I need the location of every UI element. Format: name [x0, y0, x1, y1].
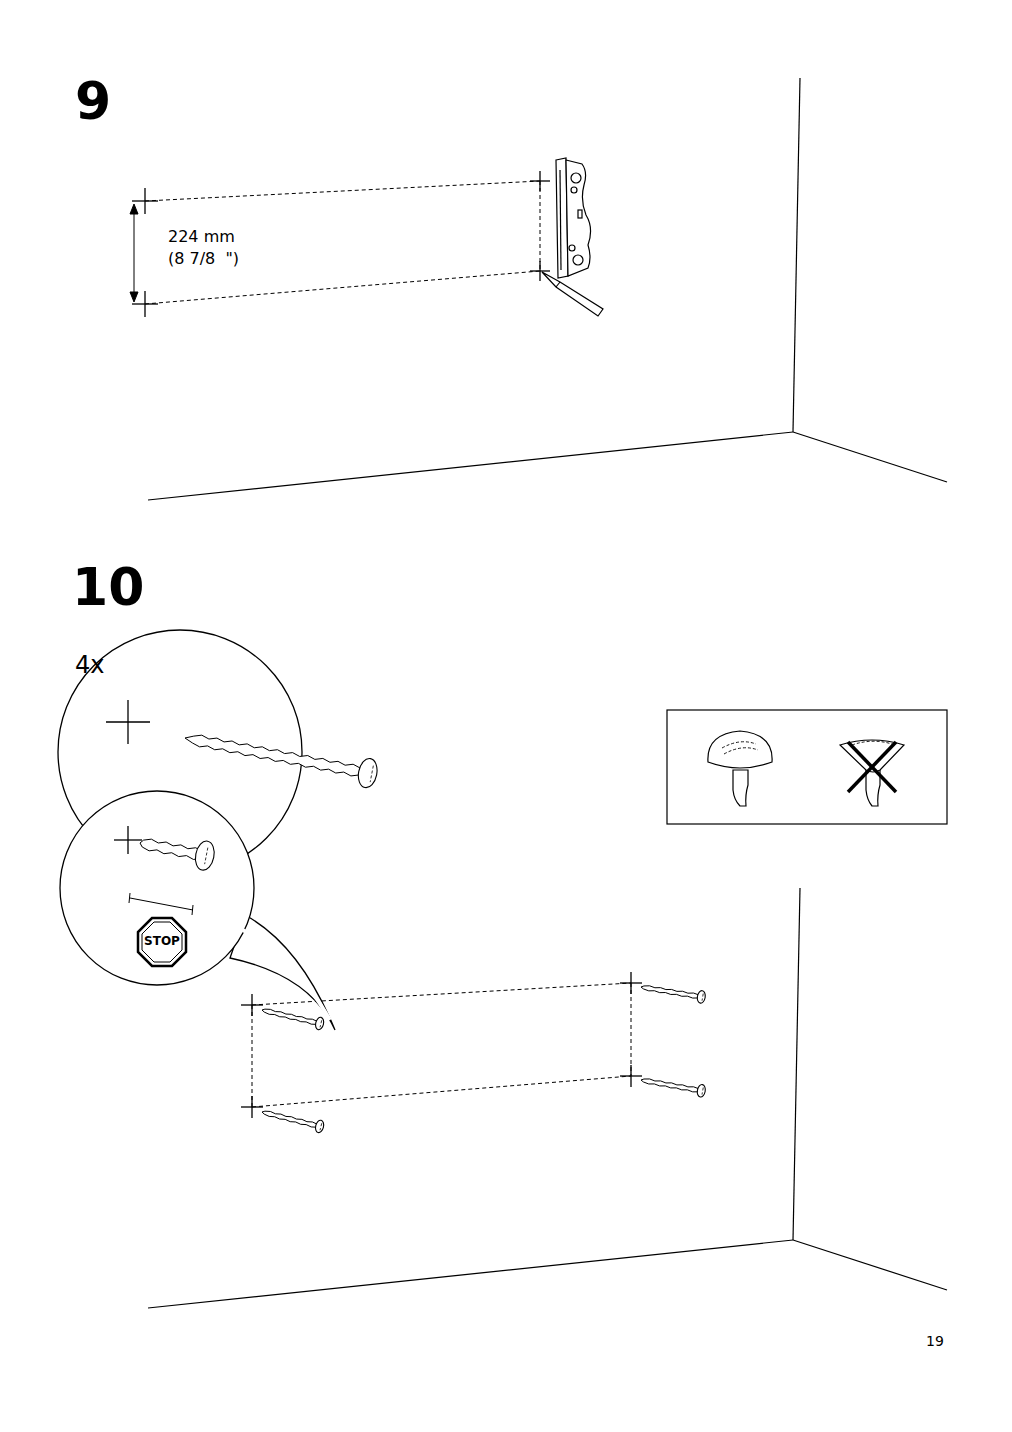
pencil [542, 272, 603, 316]
step-number: 9 [75, 72, 111, 132]
dimension-label: 224 mm [168, 228, 235, 246]
wall-bracket [556, 158, 591, 278]
stop-sign [138, 918, 186, 966]
quantity-label: 4x [75, 652, 104, 680]
detail-callout [58, 630, 335, 1030]
step-number: 10 [72, 558, 144, 618]
screw-head-box [667, 710, 947, 824]
length-mark [129, 893, 193, 915]
dimension-label: (8 7/8 ") [168, 250, 239, 268]
dimension-arrow [130, 204, 138, 302]
screws [140, 735, 706, 1133]
page-number: 19 [926, 1333, 944, 1349]
stop-text: STOP [144, 935, 180, 949]
position-marks [106, 171, 642, 1118]
